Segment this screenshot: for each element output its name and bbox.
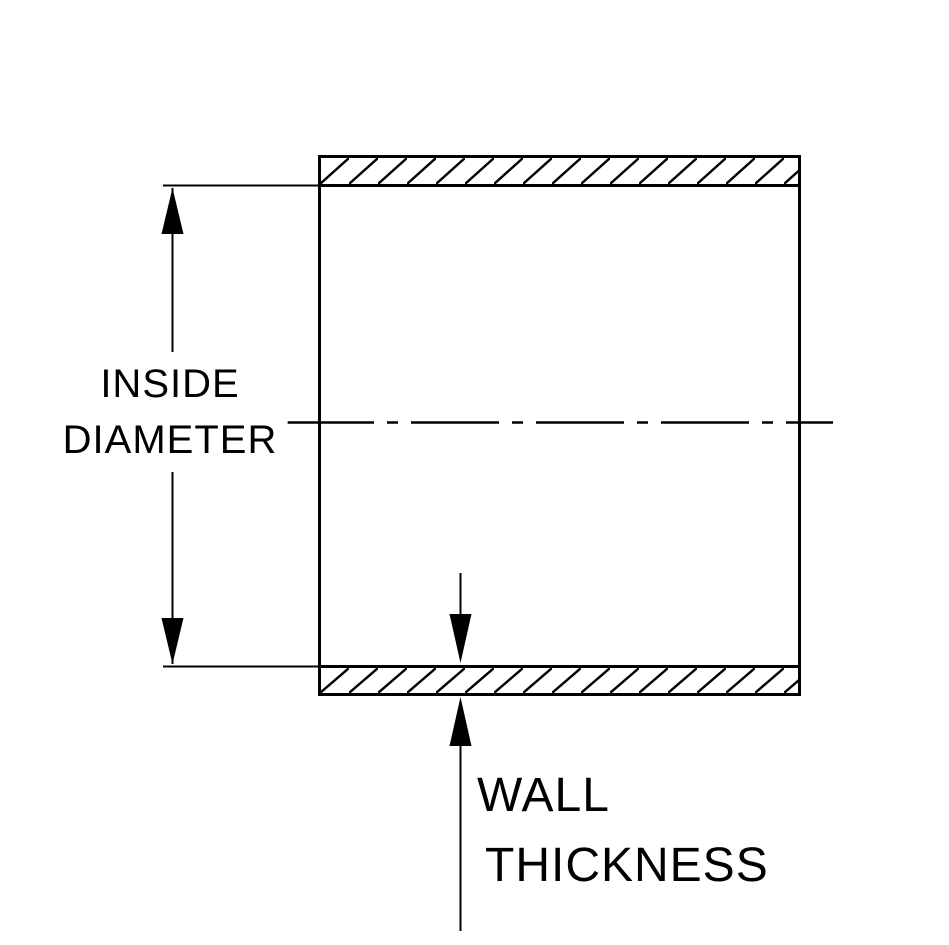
inside-diameter-label-line2: DIAMETER <box>62 418 278 462</box>
wall-thickness-arrowhead-up <box>449 697 472 746</box>
wall-thickness-label-line1: WALL <box>477 769 610 822</box>
wall-thickness-label: WALL THICKNESS <box>477 761 769 901</box>
inside-diameter-arrowhead-top <box>161 188 184 234</box>
tube-wall-hatch-top <box>320 158 798 184</box>
inside-diameter-label: INSIDE DIAMETER <box>52 352 288 472</box>
tube-outline <box>318 155 801 696</box>
inside-diameter-label-line1: INSIDE <box>100 362 240 406</box>
wall-thickness-label-line2: THICKNESS <box>485 839 769 892</box>
inside-diameter-arrowhead-bottom <box>161 618 184 664</box>
tube-wall-hatch-bottom <box>320 668 798 693</box>
wall-thickness-arrowhead-down <box>449 614 472 663</box>
